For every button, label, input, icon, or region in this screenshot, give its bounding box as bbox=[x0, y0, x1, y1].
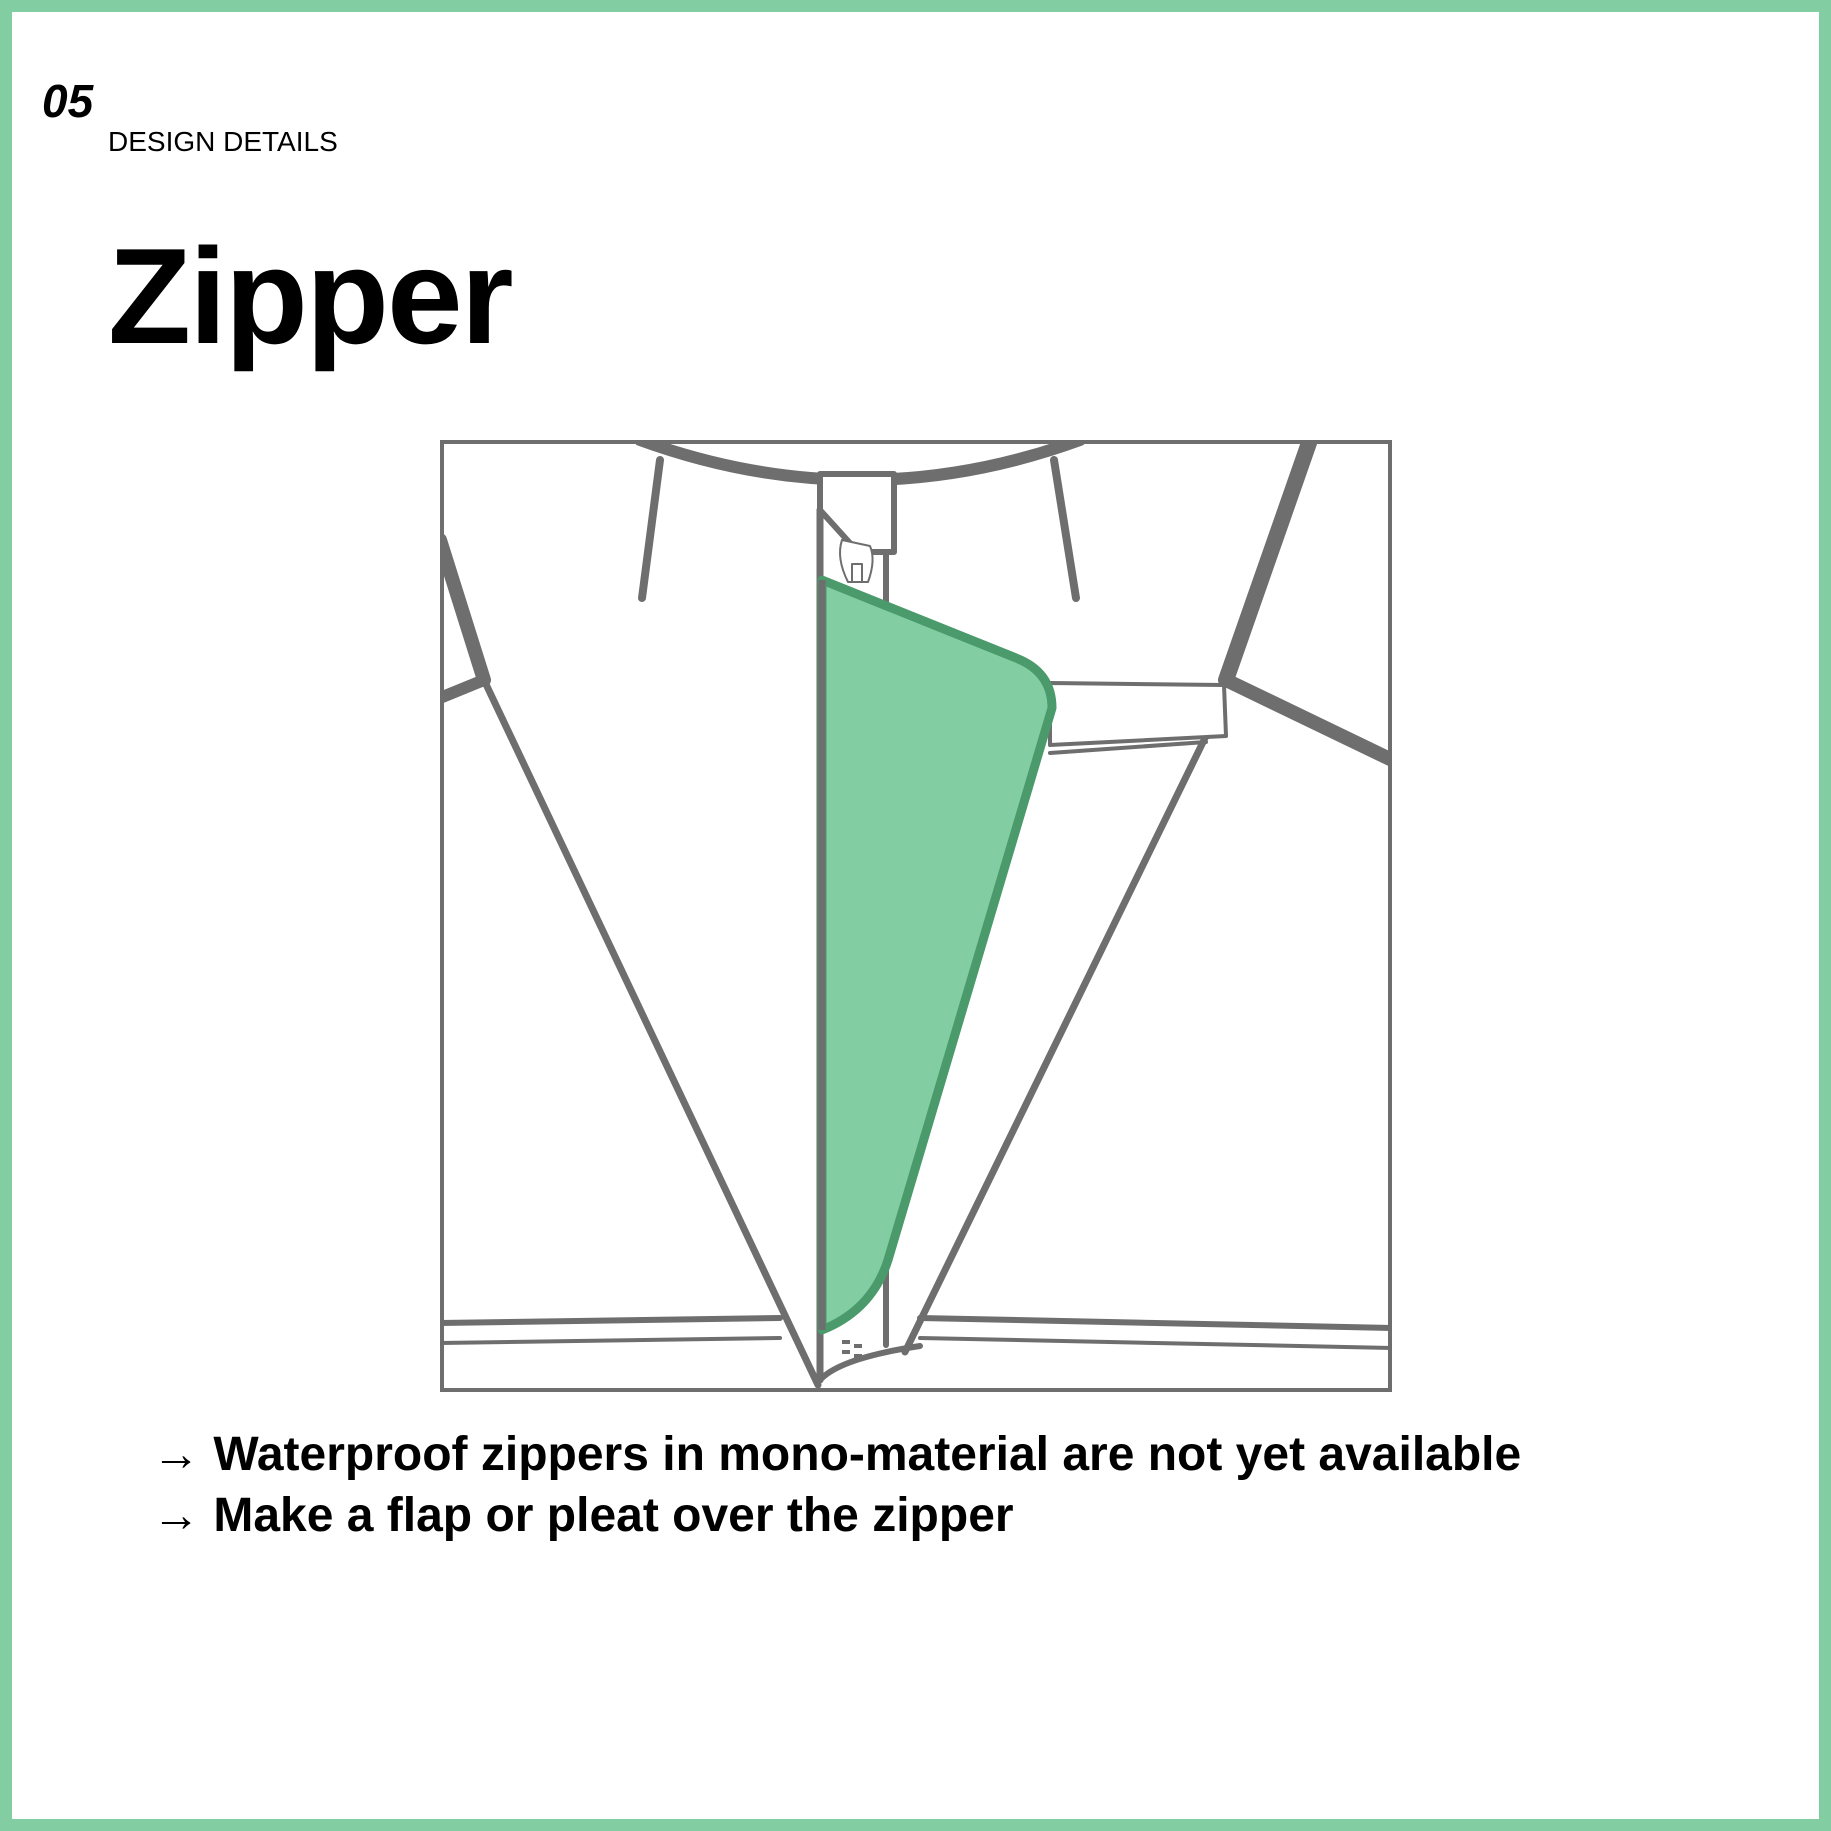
note-item: → Waterproof zippers in mono-material ar… bbox=[152, 1428, 1522, 1481]
right-yoke-seam bbox=[1219, 673, 1392, 767]
notes-list: → Waterproof zippers in mono-material ar… bbox=[152, 1424, 1521, 1546]
hem-left-upper bbox=[440, 1315, 783, 1326]
chest-tab bbox=[1048, 681, 1228, 747]
right-shoulder-seam bbox=[1218, 440, 1318, 688]
zipper-pull-icon bbox=[839, 539, 874, 583]
hem-right-upper bbox=[917, 1315, 1392, 1331]
illustration-border bbox=[440, 440, 1392, 1392]
note-item: → Make a flap or pleat over the zipper bbox=[152, 1489, 1014, 1542]
hem-right-lower bbox=[918, 1336, 1392, 1350]
zipper-flap bbox=[817, 575, 1057, 1335]
page-title: Zipper bbox=[108, 220, 514, 372]
left-yoke-seam bbox=[440, 674, 490, 704]
section-label: DESIGN DETAILS bbox=[108, 126, 338, 157]
left-shoulder-seam bbox=[440, 533, 491, 687]
hem-left-lower bbox=[440, 1336, 782, 1345]
collar-right-seam bbox=[1050, 456, 1080, 602]
zipper-teeth bbox=[842, 1340, 862, 1358]
hem-center-curve bbox=[817, 1343, 923, 1383]
right-front-edge bbox=[901, 732, 1210, 1356]
zipper-garage bbox=[817, 471, 897, 555]
section-number: 05 bbox=[42, 75, 94, 127]
left-front-edge bbox=[480, 676, 822, 1389]
collar-left-seam bbox=[638, 456, 664, 602]
zipper-flap-jacket-illustration bbox=[440, 440, 1392, 1392]
